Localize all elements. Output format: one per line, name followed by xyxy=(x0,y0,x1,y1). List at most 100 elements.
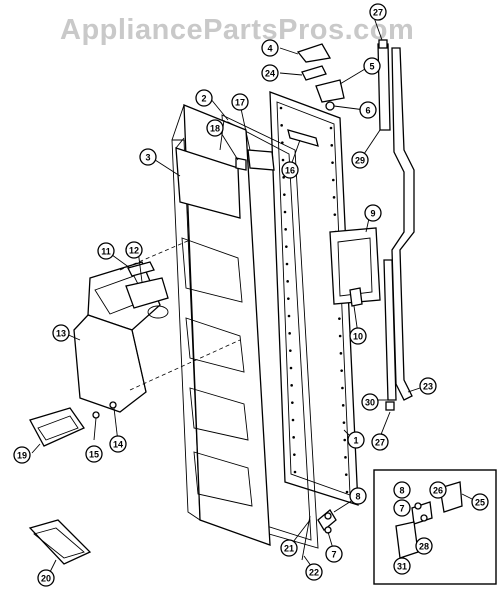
callout-label: 26 xyxy=(433,486,443,496)
callout-label: 5 xyxy=(369,62,374,72)
rivet xyxy=(331,178,335,182)
callout-25: 25 xyxy=(471,493,489,511)
callout-5: 5 xyxy=(363,57,381,75)
bracket-17 xyxy=(247,149,275,171)
callout-27-2: 27 xyxy=(371,433,389,451)
rivet xyxy=(284,228,287,231)
callout-label: 29 xyxy=(355,156,365,166)
door-liner xyxy=(171,104,271,546)
rivet xyxy=(345,490,349,494)
callout-29: 29 xyxy=(351,151,369,169)
callout-label: 9 xyxy=(370,209,375,219)
door-handle xyxy=(391,47,415,401)
callout-label: 11 xyxy=(101,247,111,257)
callout-label: 2 xyxy=(201,94,206,104)
callout-13: 13 xyxy=(52,324,70,342)
rivet xyxy=(287,314,291,318)
callout-30: 30 xyxy=(361,393,379,411)
callout-label: 27 xyxy=(375,438,385,448)
callout-12: 12 xyxy=(125,241,143,259)
rivet xyxy=(283,193,286,196)
callout-2: 2 xyxy=(195,89,213,107)
rivet xyxy=(344,473,348,476)
callout-label: 12 xyxy=(129,246,139,256)
rivet xyxy=(289,366,293,370)
rivet xyxy=(344,456,347,459)
callout-label: 30 xyxy=(365,398,375,408)
rivet xyxy=(290,384,293,387)
callout-label: 21 xyxy=(284,544,294,554)
rivet xyxy=(331,161,334,164)
rivet xyxy=(343,438,347,442)
rivet xyxy=(342,421,346,424)
rivet xyxy=(283,210,287,214)
rivet xyxy=(340,369,343,372)
dispenser-cup xyxy=(125,277,169,319)
callout-11: 11 xyxy=(97,242,115,260)
callout-label: 10 xyxy=(353,332,363,342)
rivet xyxy=(280,124,283,127)
rivet xyxy=(291,401,294,404)
callout-31: 31 xyxy=(393,557,411,575)
callout-label: 15 xyxy=(89,450,99,460)
callout-label: 7 xyxy=(331,550,336,560)
rivet xyxy=(281,158,285,162)
callout-22: 22 xyxy=(305,563,323,581)
callout-label: 20 xyxy=(41,574,51,584)
rivet xyxy=(330,144,334,147)
callout-label: 23 xyxy=(423,382,433,392)
rivet xyxy=(286,280,289,283)
rivet xyxy=(333,213,337,216)
callout-14: 14 xyxy=(109,435,127,453)
callout-label: 19 xyxy=(17,451,27,461)
dispenser-pad xyxy=(127,261,155,277)
callout-label: 3 xyxy=(145,153,150,163)
callout-7-2: 7 xyxy=(393,499,411,517)
handle-trim-30 xyxy=(383,259,397,411)
panel-9 xyxy=(329,227,381,305)
callout-21: 21 xyxy=(280,539,298,557)
callout-7: 7 xyxy=(325,545,343,563)
callout-label: 31 xyxy=(397,562,407,572)
rivet xyxy=(293,453,296,456)
watermark-text: AppliancePartsPros.com xyxy=(60,14,415,46)
callout-label: 25 xyxy=(475,498,485,508)
rivet xyxy=(291,418,295,422)
callout-15: 15 xyxy=(85,445,103,463)
rivet xyxy=(341,386,344,390)
rivet xyxy=(288,332,291,335)
bracket-10 xyxy=(349,287,363,307)
callout-16: 16 xyxy=(281,161,299,179)
callout-26: 26 xyxy=(429,481,447,499)
callout-label: 28 xyxy=(419,542,429,552)
callout-23: 23 xyxy=(419,377,437,395)
bracket-16 xyxy=(287,129,319,147)
callout-label: 16 xyxy=(285,166,295,176)
callout-label: 6 xyxy=(365,106,370,116)
callout-label: 18 xyxy=(210,124,220,134)
callout-label: 8 xyxy=(355,492,360,502)
rivet xyxy=(339,352,343,355)
rivet xyxy=(285,262,289,266)
callout-24: 24 xyxy=(261,64,279,82)
callout-20: 20 xyxy=(37,569,55,587)
callout-label: 22 xyxy=(309,568,319,578)
rivet xyxy=(285,245,288,248)
callout-19: 19 xyxy=(13,446,31,464)
handle-trim-29 xyxy=(377,39,391,131)
callout-label: 14 xyxy=(113,440,123,450)
callout-label: 24 xyxy=(265,69,275,79)
callout-17: 17 xyxy=(231,93,249,111)
rivet xyxy=(282,176,285,179)
rivet xyxy=(279,106,283,110)
callout-8: 8 xyxy=(349,487,367,505)
drip-tray xyxy=(29,407,85,447)
callout-10: 10 xyxy=(349,327,367,345)
rivet xyxy=(292,436,295,439)
callout-4: 4 xyxy=(261,39,279,57)
rivet xyxy=(332,196,336,199)
callout-18: 18 xyxy=(206,119,224,137)
screws xyxy=(92,401,117,419)
